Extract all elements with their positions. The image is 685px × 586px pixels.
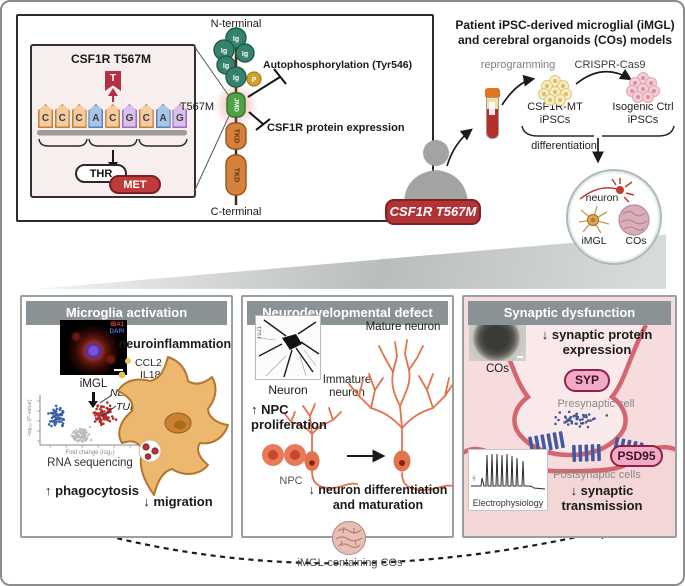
finding-npc-proliferation: ↑ NPC proliferation [251,402,327,432]
dish-imgl-label: iMGL [581,235,607,247]
psd95-pill: PSD95 [610,445,663,467]
dna-base: C [54,104,70,128]
dish-contents [578,178,650,236]
model-title-line2: and cerebral organoids (COs) models [457,33,673,47]
postsynaptic-label: Postsynaptic cells [553,469,641,481]
presynaptic-label: Presynaptic cell [557,398,635,410]
imgl-cos-caption: iMGL-containing COs [297,557,403,569]
imgl-micrograph-stain [60,320,127,375]
syp-pill: SYP [564,369,610,392]
codon-bracket [138,138,188,147]
codon-bracket [38,138,88,147]
immature-neuron-icon [284,403,358,489]
mt-ipsc-label: CSF1R-MT iPSCs [527,101,583,126]
dish-cos-label: COs [625,235,647,247]
panel-microglia-header: Microglia activation [26,301,227,325]
neuron-micrograph: TuJ1 [255,315,321,380]
electrophysiology-inset: Electrophysiology [468,449,548,511]
volcano-plot [37,394,148,448]
imgl-caption: iMGL [79,378,108,390]
crispr-label: CRISPR-Cas9 [574,59,646,71]
panel-microglia-activation: Microglia activation IBA1 DAPI iMGL NLRP… [20,295,233,538]
c-terminal-label: C-terminal [210,206,262,218]
scale-bar [517,356,523,358]
mutation-inset-title: CSF1R T567M [70,52,152,66]
ctrl-ipsc-label: Isogenic Ctrl iPSCs [612,101,674,126]
cytokine-ccl2: CCL2 [135,357,162,369]
differentiation-label: differentiation [531,140,597,152]
neuron-micrograph-drawing [257,319,320,378]
rna-seq-caption: RNA sequencing [47,457,133,469]
model-title: Patient iPSC-derived microglial (iMGL) a… [446,18,683,48]
reprogramming-label: reprogramming [480,59,556,71]
mature-neuron-icon [348,339,453,491]
brace [521,125,675,137]
volcano-ylabel: -log₁₀ (P-value) [27,399,33,437]
dna-base: C [138,104,154,128]
cos-caption: COs [486,363,509,375]
stain-dapi-label: DAPI [109,329,124,335]
electrophysiology-caption: Electrophysiology [472,498,544,508]
volcano-ns-dots [70,425,93,443]
neuron-caption: Neuron [268,383,308,397]
finding-phagocytosis: ↑ phagocytosis [45,483,139,498]
dna-base: C [105,104,121,128]
blood-tube-icon [485,88,500,97]
microglia-cell-icon [117,356,229,496]
arrow-patient-to-blood [446,128,473,167]
mature-neuron-label: Mature neuron [365,321,441,333]
immature-neuron-label: Immature neuron [322,374,372,399]
scale-bar [114,369,123,371]
gene-pointer-lines [99,394,117,417]
mutation-inset: CSF1R T567M T C C C A C G C A G [30,44,196,198]
finding-synaptic-transmission: ↓ synaptic transmission [561,483,643,513]
effect-csf1r-expression: CSF1R protein expression [267,122,405,134]
petri-dish: neuron iMGL COs [566,169,662,265]
imgl-micrograph: IBA1 DAPI [60,320,127,375]
dna-base: C [38,104,53,128]
codon-bracket [88,138,138,147]
panel-neurodevelopmental-defect: Neurodevelopmental defect TuJ1 Neuron Ma… [241,295,454,538]
dna-base: A [88,104,104,128]
imgl-cos-organoid-icon [332,521,366,555]
stain-tuj1-label: TuJ1 [257,326,263,340]
down-arrow-head [88,401,98,408]
dna-base: G [122,104,137,128]
finding-neuron-differentiation: ↓ neuron differentiation and maturation [308,483,448,512]
isogenic-ctrl-ipsc-icon [626,72,660,103]
finding-migration: ↓ migration [143,494,213,509]
dna-base: G [172,104,188,128]
npc-cells-icon [262,444,306,466]
effect-autophosphorylation: Autophosphorylation (Tyr546) [263,59,413,71]
down-arrow-icon [92,392,95,401]
patient-mutation-badge: CSF1R T567M [385,199,481,225]
panel-synaptic-dysfunction: Synaptic dysfunction COs ↓ synaptic prot… [462,295,677,538]
inserted-base-t: T [105,71,121,91]
dish-neuron-label: neuron [585,192,619,204]
panel-neuro-header: Neurodevelopmental defect [247,301,448,325]
npc-label: NPC [279,475,303,487]
arrow-crispr [575,68,633,85]
stain-iba1-label: IBA1 [110,322,124,328]
met-pill: MET [109,175,161,194]
tube-label [489,102,495,115]
blood-tube-body [486,97,499,139]
dna-base: A [155,104,171,128]
organoid-icon [618,204,650,236]
n-terminal-label: N-terminal [210,18,262,30]
panel-synapse-header: Synaptic dysfunction [468,301,671,325]
neuron-maturation-drawing [284,339,453,491]
synaptic-vesicle-dots [554,410,609,429]
model-title-line1: Patient iPSC-derived microglial (iMGL) [455,18,675,32]
mutation-label: T567M [179,101,214,113]
mutation-receptor-box: CSF1R T567M T C C C A C G C A G [16,14,434,222]
volcano-downregulated-dots [47,404,65,428]
imgl-cell-icon [578,205,610,234]
dna-backbone [37,130,187,136]
volcano-xlabel: Fold change (log₂) [65,450,115,456]
spike-trace [471,453,546,490]
finding-synaptic-protein: ↓ synaptic protein expression [541,327,653,357]
finding-neuroinflammation: ↑ neuroinflammation [108,337,232,351]
dna-base: C [71,104,87,128]
